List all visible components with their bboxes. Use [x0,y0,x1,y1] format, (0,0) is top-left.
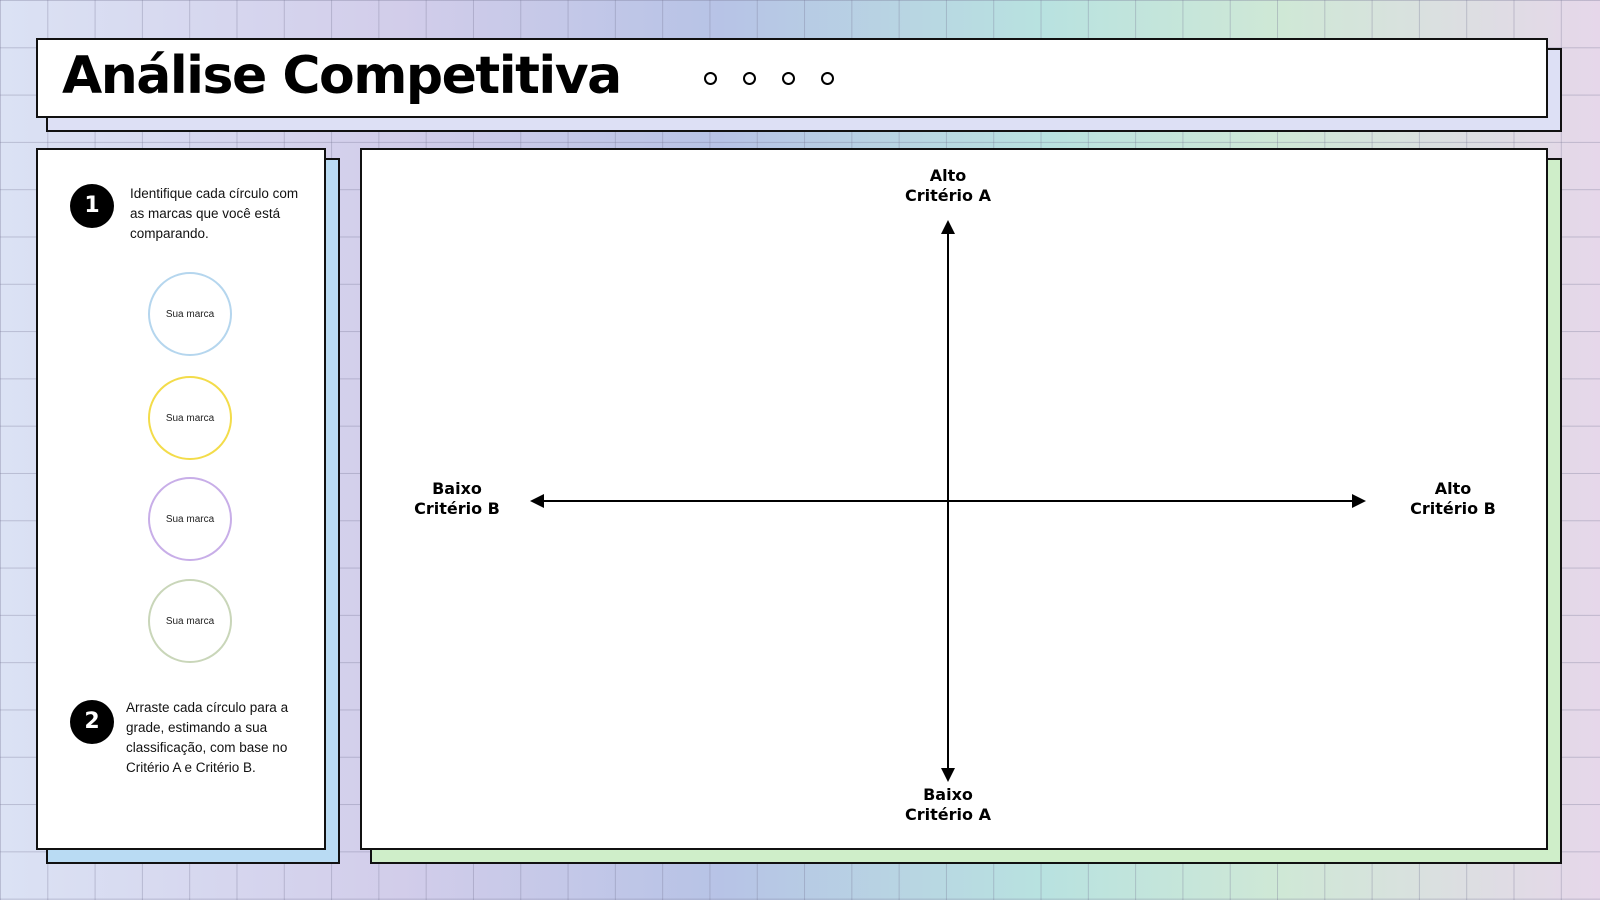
top-label-1: Alto [930,166,967,185]
left-label-2: Critério B [414,499,500,518]
step-2-text: Arraste cada círculo para a grade, estim… [126,700,289,775]
brand-label: Sua marca [165,615,215,627]
positioning-grid: Alto Critério A Baixo Critério A Baixo C… [360,148,1548,850]
arrow-down-icon [941,768,955,782]
brand-circle-1[interactable]: Sua marca [148,272,232,356]
instructions-panel: 1 Identifique cada círculo com as marcas… [36,148,326,850]
dot-icon [821,72,834,85]
arrow-right-icon [1352,494,1366,508]
dot-icon [704,72,717,85]
brand-label: Sua marca [165,308,215,320]
step-2-badge: 2 [70,700,114,744]
bottom-label-1: Baixo [923,785,973,804]
title-bar: Análise Competitiva [36,38,1548,118]
decorative-dots [704,72,834,85]
arrow-left-icon [530,494,544,508]
page-title: Análise Competitiva [62,46,622,106]
step-1-text: Identifique cada círculo com as marcas q… [130,186,299,241]
brand-circle-3[interactable]: Sua marca [148,477,232,561]
top-label-2: Critério A [905,186,992,205]
bottom-label-2: Critério A [905,805,992,824]
right-label-2: Critério B [1410,499,1496,518]
brand-circle-4[interactable]: Sua marca [148,579,232,663]
brand-label: Sua marca [165,513,215,525]
step-1-badge: 1 [70,184,114,228]
brand-circle-2[interactable]: Sua marca [148,376,232,460]
left-label-1: Baixo [432,479,482,498]
right-label-1: Alto [1435,479,1472,498]
axes-diagram: Alto Critério A Baixo Critério A Baixo C… [414,166,1496,824]
brand-label: Sua marca [165,412,215,424]
dot-icon [743,72,756,85]
dot-icon [782,72,795,85]
arrow-up-icon [941,220,955,234]
